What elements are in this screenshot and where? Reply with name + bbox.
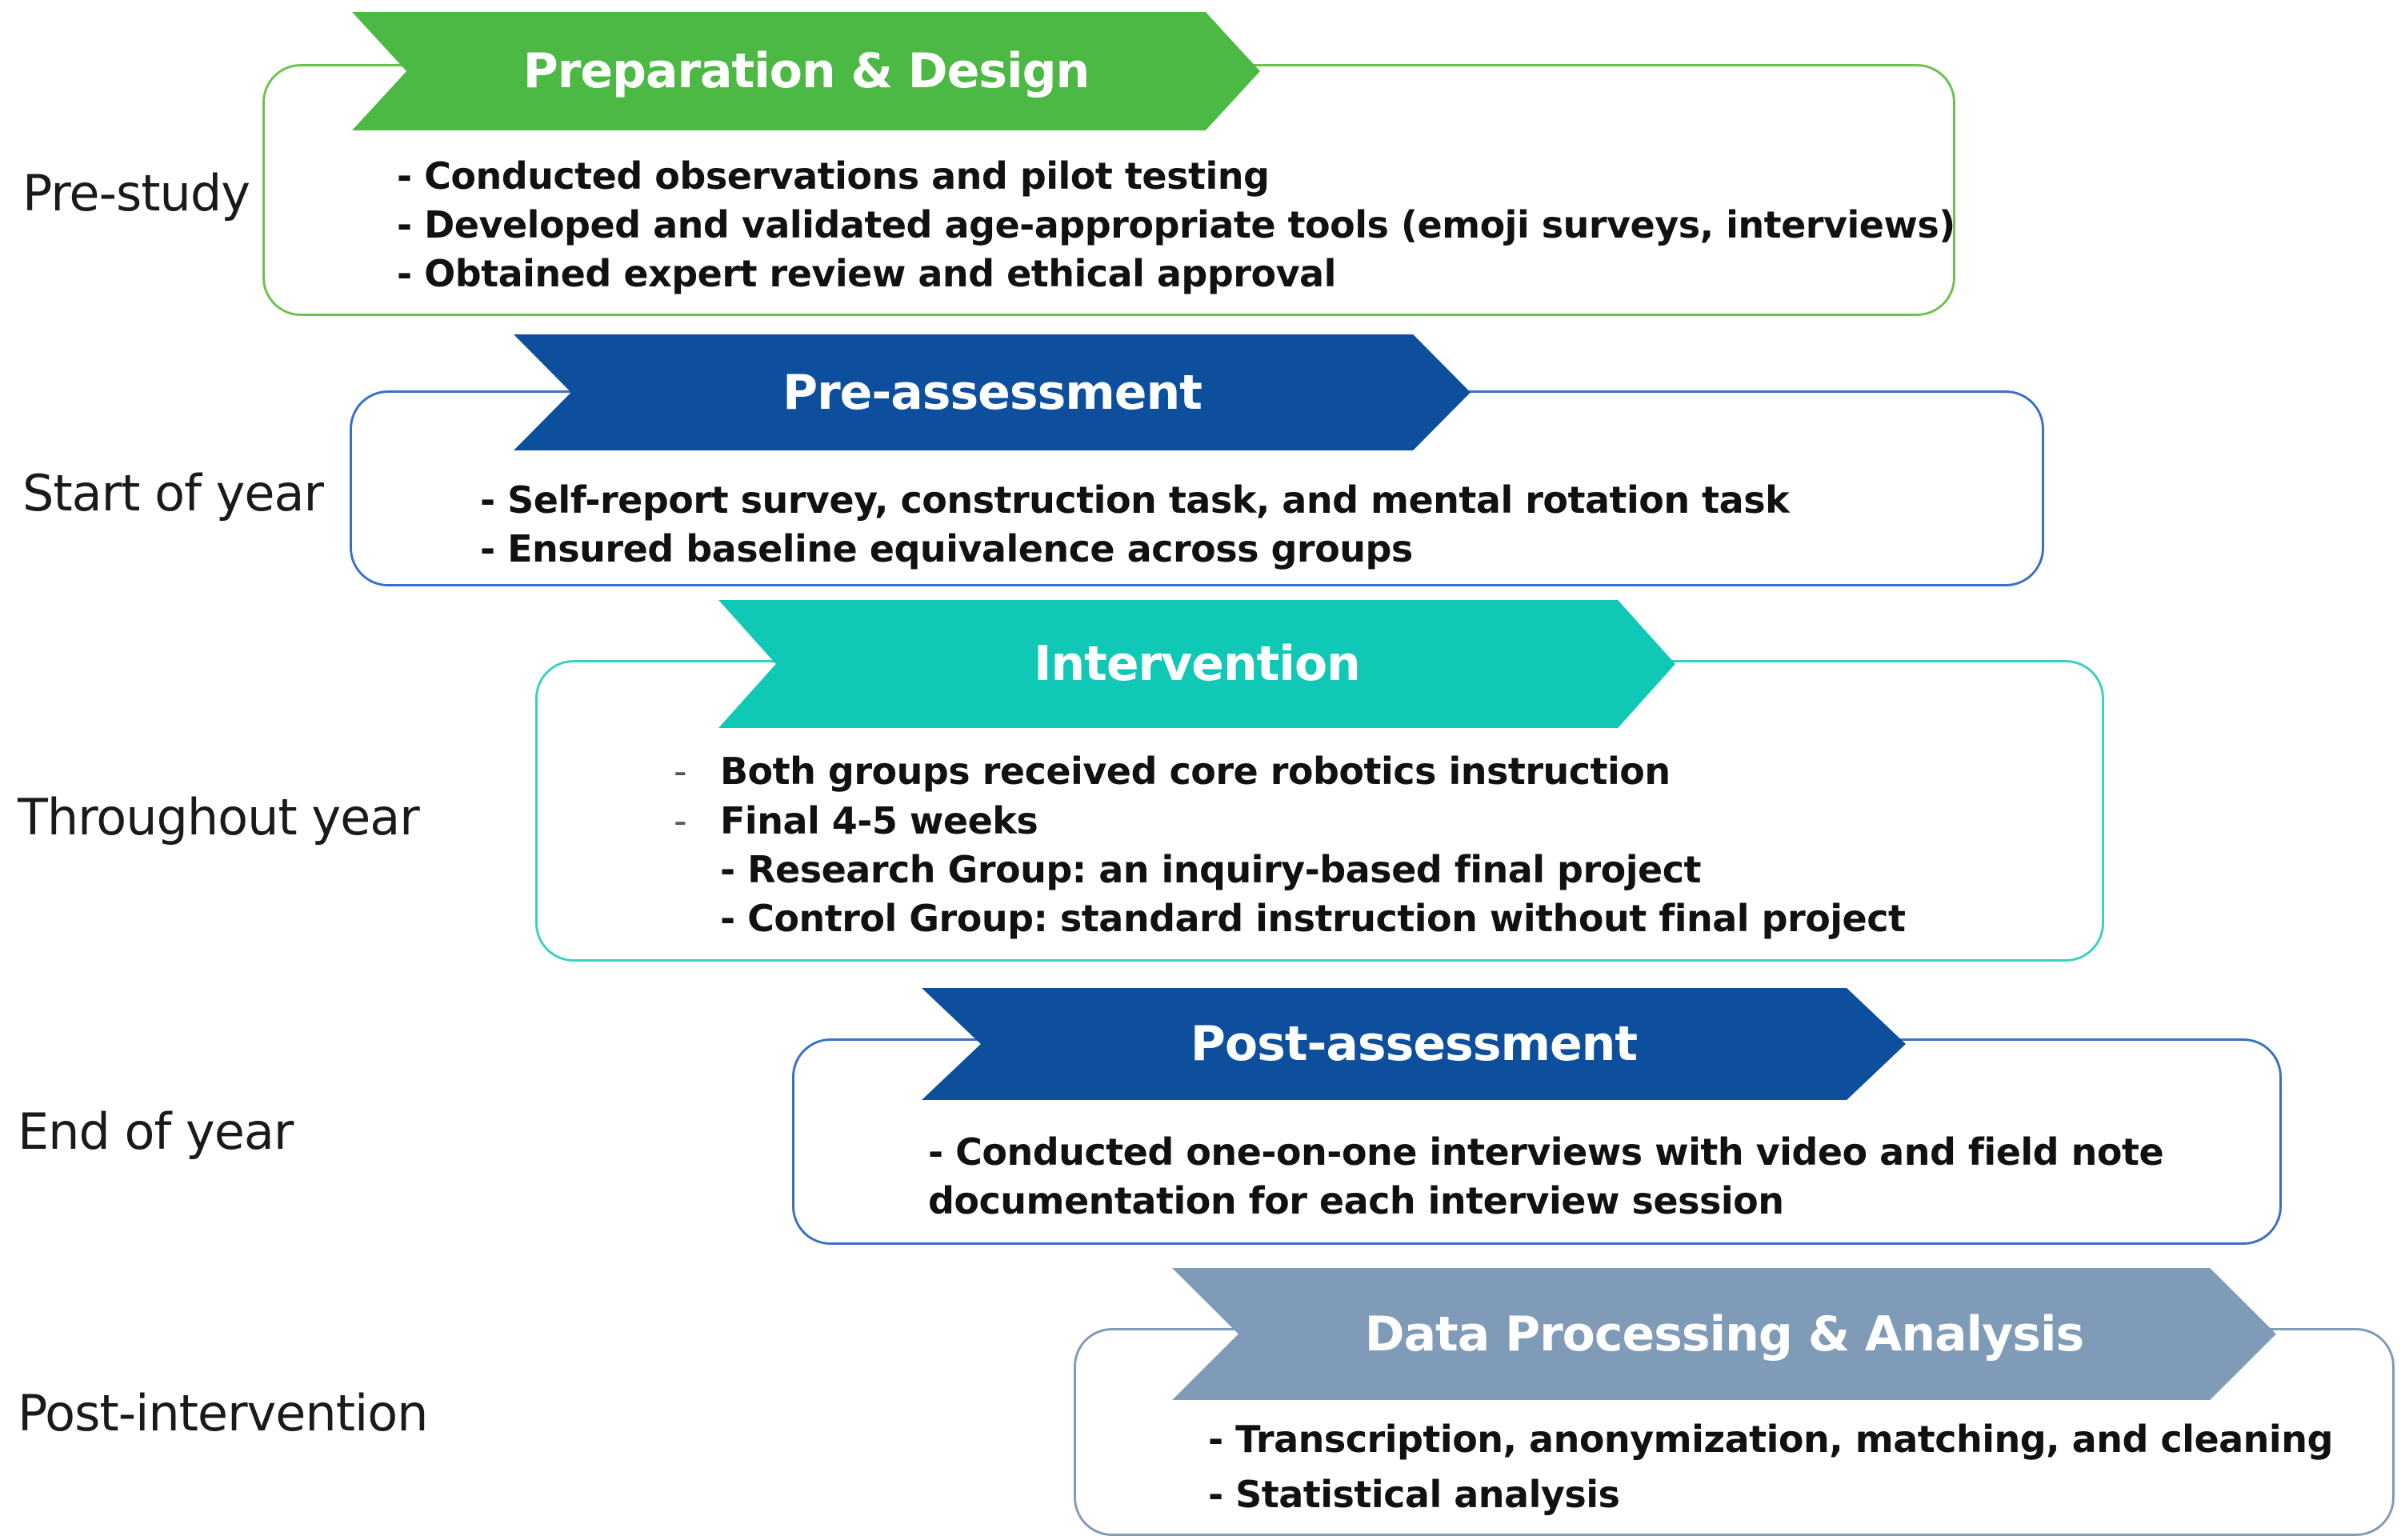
stage-banner-preparation: Preparation & Design [352, 12, 1260, 130]
detail-line: - Ensured baseline equivalence across gr… [480, 527, 1413, 570]
detail-line: - Transcription, anonymization, matching… [1208, 1418, 2333, 1461]
stage-banner-post-assessment: Post-assessment [922, 988, 1906, 1100]
detail-item: -Both groups received core robotics inst… [674, 746, 1906, 796]
detail-item: -Final 4-5 weeks [674, 796, 1906, 846]
detail-line: - Developed and validated age-appropriat… [397, 203, 1955, 246]
detail-line: documentation for each interview session [928, 1179, 1784, 1222]
phase-label-end-of-year: End of year [18, 1102, 294, 1161]
detail-subline: - Control Group: standard instruction wi… [720, 897, 1906, 940]
phase-label-post-intervention: Post-intervention [18, 1384, 428, 1442]
bullet-dash: - [674, 750, 687, 793]
phase-label-pre-study: Pre-study [22, 164, 250, 222]
bullet-dash: - [674, 799, 687, 842]
detail-text: Both groups received core robotics instr… [720, 750, 1671, 793]
stage-details-preparation: - Conducted observations and pilot testi… [397, 152, 1955, 298]
stage-banner-pre-assessment: Pre-assessment [514, 334, 1471, 450]
detail-line: - Statistical analysis [1208, 1473, 1620, 1516]
detail-subline: - Research Group: an inquiry-based final… [720, 848, 1701, 891]
detail-text: Final 4-5 weeks [720, 799, 1038, 842]
phase-label-start-of-year: Start of year [22, 464, 324, 522]
stage-details-pre-assessment: - Self-report survey, construction task,… [480, 476, 1790, 574]
stage-details-intervention: -Both groups received core robotics inst… [674, 746, 1906, 943]
detail-line: - Obtained expert review and ethical app… [397, 252, 1336, 295]
detail-line: - Conducted observations and pilot testi… [397, 154, 1270, 198]
detail-line: - Self-report survey, construction task,… [480, 478, 1790, 522]
stage-details-data-processing: - Transcription, anonymization, matching… [1208, 1412, 2333, 1522]
phase-label-throughout-year: Throughout year [18, 788, 420, 846]
detail-line: - Conducted one-on-one interviews with v… [928, 1130, 2164, 1174]
stage-banner-data-processing: Data Processing & Analysis [1172, 1268, 2276, 1400]
stage-banner-intervention: Intervention [718, 600, 1675, 728]
stage-details-post-assessment: - Conducted one-on-one interviews with v… [928, 1128, 2164, 1226]
